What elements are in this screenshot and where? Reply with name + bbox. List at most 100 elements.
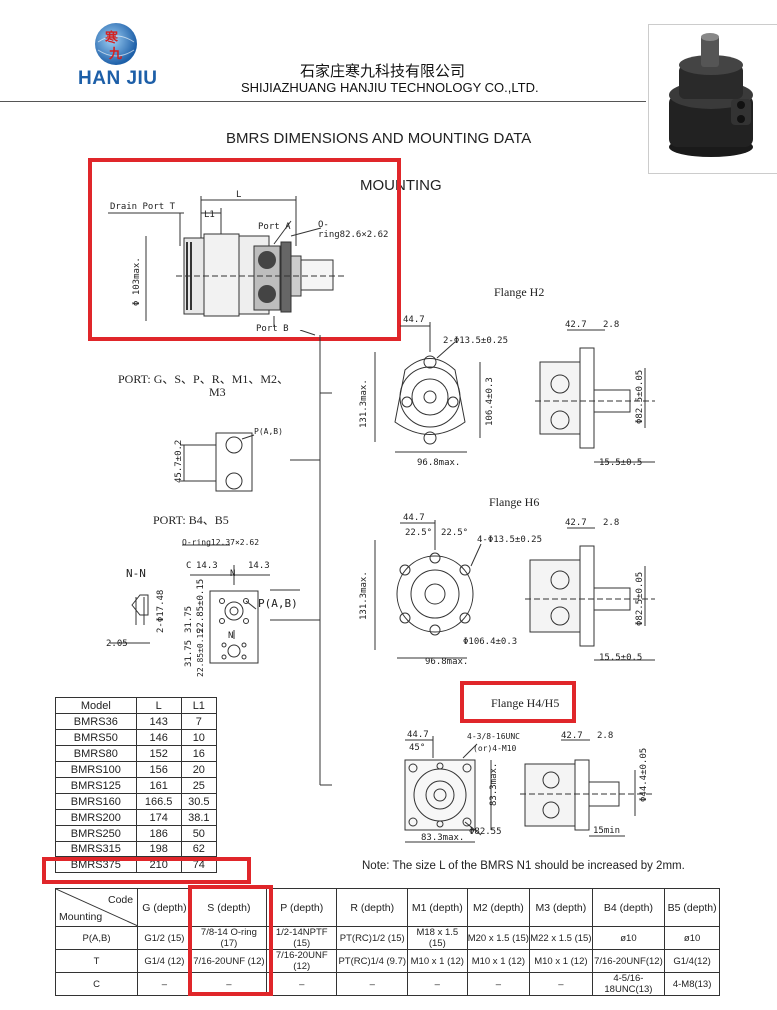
cell-l: 152	[135, 745, 182, 762]
header-r: R (depth)	[336, 888, 409, 927]
cell-model: BMRS36	[55, 713, 137, 730]
h4-45: 45°	[409, 743, 426, 753]
port-table: Code Mounting G (depth) S (depth) P (dep…	[54, 888, 720, 996]
flange-h2-title: Flange H2	[494, 285, 545, 299]
cell-l1: 20	[180, 761, 218, 778]
cell-l1: 38.1	[180, 809, 218, 826]
cell-model: BMRS200	[55, 809, 137, 826]
cell: M10 x 1 (12)	[529, 949, 593, 973]
cell-l: 166.5	[135, 793, 182, 810]
flange-h6-drawing: 44.7 22.5° 22.5° 4-Φ13.5±0.25 131.3max. …	[355, 510, 685, 670]
flange-h4-title: Flange H4/H5	[491, 696, 560, 710]
logo-text: HAN JIU	[78, 68, 158, 89]
h6-427: 42.7	[565, 518, 587, 528]
cell: M10 x 1 (12)	[466, 949, 531, 973]
port-b-2285a: 22.85±0.15	[196, 578, 206, 633]
h4-447: 44.7	[407, 730, 429, 740]
port-b-drawing: O-ring12.37×2.62 N-N C 14.3 14.3 N N P(A…	[100, 535, 300, 677]
port-gs-drawing: P(A,B) 45.7±0.2	[170, 425, 290, 495]
header-divider	[0, 101, 646, 102]
h4-thread1: 4-3/8-16UNC	[467, 732, 520, 741]
cell: –	[336, 972, 409, 996]
port-b-205: 2.05	[106, 639, 128, 649]
h6-1064: Φ106.4±0.3	[463, 637, 518, 647]
port-b-n2: N	[228, 631, 234, 641]
table-row: C – – – – – – – 4-5/16-18UNC(13) 4-M8(13…	[54, 972, 720, 996]
l-header: L	[135, 697, 182, 714]
row-label: P(A,B)	[54, 926, 139, 950]
cell-l: 161	[135, 777, 182, 794]
highlight-s-column	[188, 885, 273, 996]
highlight-bmrs375-row	[42, 857, 251, 884]
cell-l1: 7	[180, 713, 218, 730]
cell-l1: 30.5	[180, 793, 218, 810]
h6-155: 15.5±0.5	[599, 653, 643, 663]
port-b-n1: N	[230, 569, 236, 579]
h6-holes: 4-Φ13.5±0.25	[477, 535, 543, 545]
cell: 7/8-14 O-ring (17)	[190, 926, 268, 950]
cell-l1: 10	[180, 729, 218, 746]
cell: PT(RC)1/4 (9.7)	[336, 949, 409, 973]
h4-thread2: (or)4-M10	[473, 744, 517, 753]
cell: ø10	[591, 926, 666, 950]
dim-L: L	[236, 190, 242, 200]
company-name-en: SHIJIAZHUANG HANJIU TECHNOLOGY CO.,LTD.	[241, 80, 539, 95]
header-p: P (depth)	[266, 888, 338, 927]
h2-427: 42.7	[565, 320, 587, 330]
cell: –	[529, 972, 593, 996]
port-b-1748: 2-Φ17.48	[156, 589, 166, 633]
port-gs-title-1: PORT: G、S、P、R、M1、M2、	[118, 372, 290, 386]
h2-447: 44.7	[403, 315, 425, 325]
cell-l1: 16	[180, 745, 218, 762]
h6-1313: 131.3max.	[359, 571, 369, 620]
table-row: T G1/4 (12) 7/16-20UNF (12) 7/16-20UNF (…	[54, 949, 720, 973]
port-b-title: PORT: B4、B5	[153, 513, 229, 527]
header-s: S (depth)	[190, 888, 268, 927]
h2-28: 2.8	[603, 320, 620, 330]
cell-l1: 25	[180, 777, 218, 794]
drain-port-label: Drain Port T	[110, 202, 176, 212]
note-text: Note: The size L of the BMRS N1 should b…	[362, 860, 685, 872]
cell: –	[466, 972, 531, 996]
row-label: C	[54, 972, 139, 996]
header-m3: M3 (depth)	[529, 888, 593, 927]
cell: –	[407, 972, 468, 996]
h2-holes: 2-Φ13.5±0.25	[443, 336, 509, 346]
port-a-label: Port A	[258, 222, 291, 232]
h2-825: Φ82.5±0.05	[635, 369, 645, 424]
side-view-drawing: Drain Port T L L1 Port A Port B O-ring82…	[96, 186, 396, 336]
company-logo: 寒 九	[88, 20, 144, 68]
port-b-143a: 14.3	[196, 561, 218, 571]
port-b-3175b: 31.75	[184, 639, 194, 667]
flange-h2-drawing: 44.7 2-Φ13.5±0.25 131.3max. 106.4±0.3 96…	[355, 312, 685, 477]
cell-model: BMRS50	[55, 729, 137, 746]
h4-833: 83.3max.	[421, 833, 465, 843]
port-gs-pab: P(A,B)	[254, 427, 283, 436]
flange-h4-drawing: 44.7 45° 4-3/8-16UNC (or)4-M10 83.3max. …	[385, 730, 685, 855]
cell: 7/16-20UNF (12)	[190, 949, 268, 973]
h2-968: 96.8max.	[417, 458, 461, 468]
h2-1313: 131.3max.	[359, 379, 369, 428]
h4-833max: 83.3max.	[489, 762, 499, 806]
cell: G1/4 (12)	[137, 949, 192, 973]
h6-825: Φ82.5±0.05	[635, 571, 645, 626]
port-b-c: C	[186, 561, 192, 571]
cell-l1: 50	[180, 825, 218, 842]
model-header: Model	[55, 697, 137, 714]
cell-l: 174	[135, 809, 182, 826]
dim-L1: L1	[204, 210, 215, 220]
port-gs-title-2: M3	[209, 385, 226, 399]
row-label: T	[54, 949, 139, 973]
highlight-side-view	[88, 158, 401, 341]
port-b-2285b: 22.85±0.15	[196, 628, 205, 677]
header-b5: B5 (depth)	[664, 888, 720, 927]
port-b-nn: N-N	[126, 567, 146, 580]
cell: G1/4(12)	[664, 949, 720, 973]
port-b-pab: P(A,B)	[258, 597, 298, 610]
port-gs-dim: 45.7±0.2	[174, 439, 184, 483]
document-title: BMRS DIMENSIONS AND MOUNTING DATA	[226, 130, 532, 147]
